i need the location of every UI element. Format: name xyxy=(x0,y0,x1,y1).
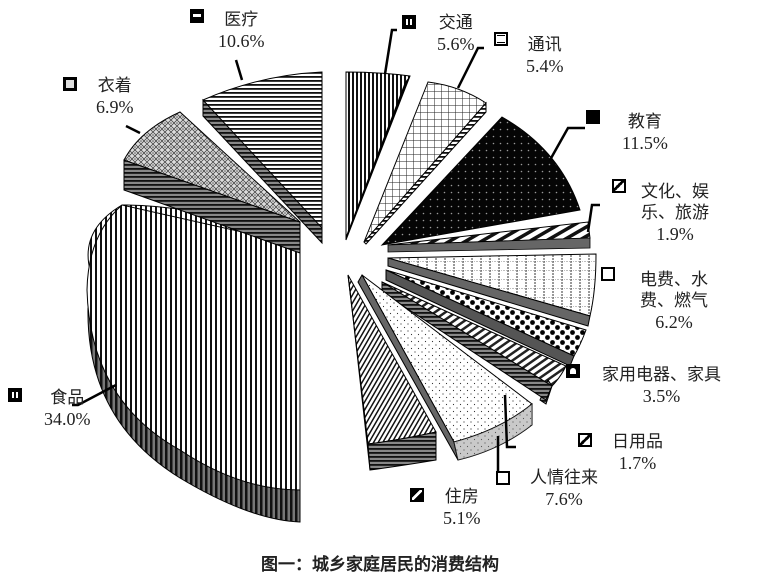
legend-icon-education xyxy=(586,110,600,124)
legend-icon-gifts xyxy=(496,471,510,485)
legend-icon-food xyxy=(8,388,22,402)
label-culture-line2: 乐、旅游 xyxy=(641,203,709,223)
slice-education xyxy=(380,116,581,246)
label-utilities-pct: 6.2% xyxy=(655,312,693,332)
label-utilities-line1: 电费、水 xyxy=(640,270,708,290)
legend-icon-utilities xyxy=(601,267,615,281)
label-daily-pct: 1.7% xyxy=(618,453,657,473)
label-daily-name: 日用品 xyxy=(612,432,663,452)
legend-icon-clothing xyxy=(63,77,77,91)
label-housing-pct: 5.1% xyxy=(443,508,481,528)
label-education-name: 教育 xyxy=(627,112,662,132)
slice-culture xyxy=(387,221,591,253)
legend-icon-daily xyxy=(578,433,592,447)
legend-icon-transport xyxy=(402,15,416,29)
legend-icon-communication xyxy=(494,32,508,46)
label-utilities-line2: 费、燃气 xyxy=(640,291,708,311)
label-transport-name: 交通 xyxy=(438,13,473,33)
label-culture-line1: 文化、娱 xyxy=(641,182,709,202)
label-medical-name: 医疗 xyxy=(224,10,259,30)
label-education-pct: 11.5% xyxy=(622,133,668,153)
label-food-pct: 34.0% xyxy=(44,409,91,429)
slice-housing xyxy=(347,274,437,471)
label-housing-name: 住房 xyxy=(444,487,479,507)
label-food-name: 食品 xyxy=(50,388,85,408)
slice-food xyxy=(86,204,301,523)
chart-caption: 图一：城乡家庭居民的消费结构 xyxy=(261,555,499,575)
label-appliances-name: 家用电器、家具 xyxy=(602,365,721,385)
slice-medical xyxy=(202,71,323,245)
label-clothing-pct: 6.9% xyxy=(96,97,134,117)
label-gifts-name: 人情往来 xyxy=(530,468,598,488)
label-clothing-name: 衣着 xyxy=(97,76,132,96)
slice-utilities xyxy=(387,253,597,327)
legend-icon-appliances xyxy=(566,364,580,378)
label-medical-pct: 10.6% xyxy=(218,31,265,51)
label-transport-pct: 5.6% xyxy=(437,34,475,54)
slice-communication xyxy=(363,81,487,245)
legend-icon-culture xyxy=(612,179,626,193)
label-communication-pct: 5.4% xyxy=(526,56,564,76)
slice-clothing xyxy=(123,111,301,254)
label-gifts-pct: 7.6% xyxy=(545,489,583,509)
label-communication-name: 通讯 xyxy=(527,35,562,55)
label-culture-pct: 1.9% xyxy=(656,224,694,244)
leader-lines xyxy=(72,28,600,472)
legend-icon-housing xyxy=(410,488,424,502)
label-appliances-pct: 3.5% xyxy=(642,386,681,406)
slice-daily xyxy=(381,281,567,405)
legend-icon-medical xyxy=(190,9,204,23)
slice-gifts xyxy=(357,273,533,461)
